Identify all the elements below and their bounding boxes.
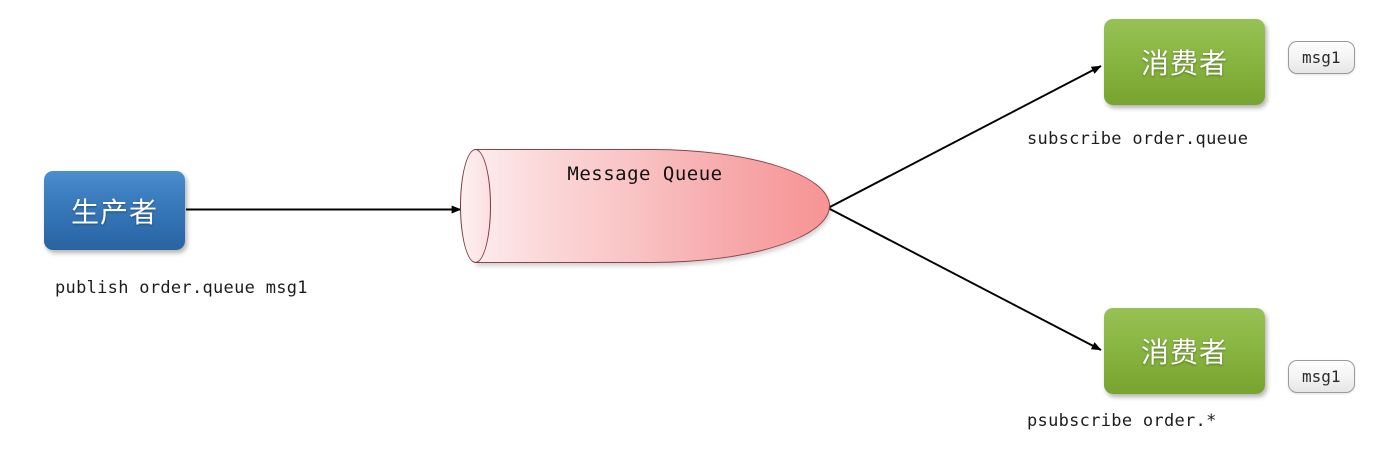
badge-msg-consumer-bottom: msg1 — [1288, 360, 1355, 393]
node-consumer-bottom-label: 消费者 — [1140, 336, 1228, 369]
caption-psubscribe-command: psubscribe order.* — [1027, 411, 1217, 431]
badge-msg-consumer-top: msg1 — [1288, 41, 1355, 74]
node-consumer-top-label: 消费者 — [1140, 47, 1228, 80]
node-consumer-top[interactable]: 消费者 — [1104, 19, 1265, 105]
queue-cylinder-cap — [460, 149, 491, 263]
caption-subscribe-command: subscribe order.queue — [1027, 129, 1249, 149]
node-producer[interactable]: 生产者 — [44, 171, 185, 250]
caption-publish-command: publish order.queue msg1 — [55, 278, 308, 298]
queue-cylinder-body — [475, 149, 830, 263]
node-message-queue[interactable]: Message Queue — [460, 149, 830, 263]
node-producer-label: 生产者 — [70, 195, 158, 229]
node-message-queue-label: Message Queue — [567, 163, 723, 185]
node-consumer-bottom[interactable]: 消费者 — [1104, 308, 1265, 394]
edge-queue-to-consumer-bottom — [827, 207, 1102, 351]
